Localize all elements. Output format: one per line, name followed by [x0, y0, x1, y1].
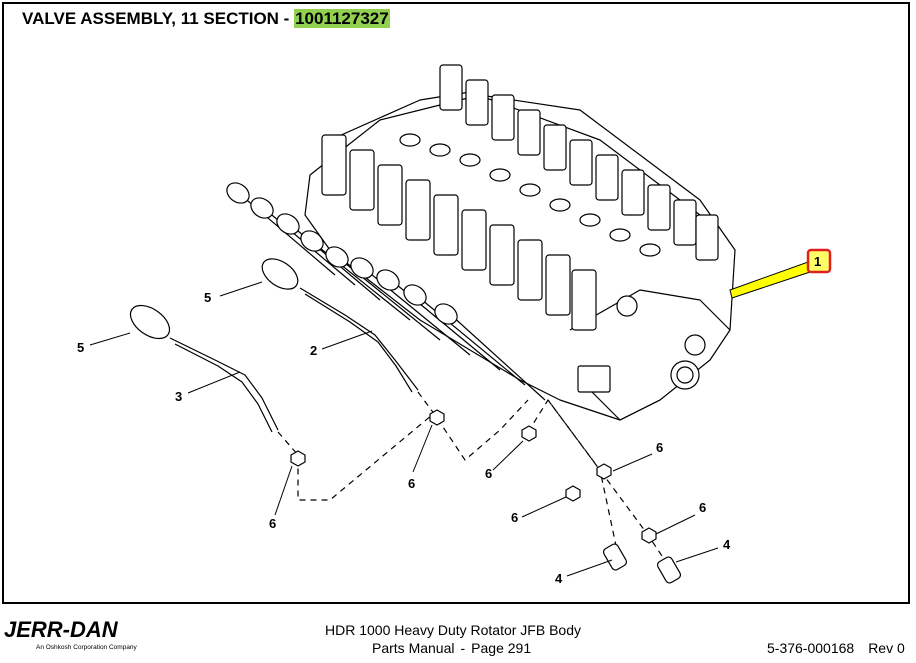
leader-lines [89, 281, 719, 577]
port [684, 334, 706, 356]
manual-name: Parts Manual [372, 640, 455, 656]
callout-1-box [806, 248, 832, 274]
fitting [577, 365, 611, 393]
cap-rings [399, 133, 661, 257]
solenoid-cartridges [321, 64, 719, 331]
callout-6f: 6 [699, 500, 706, 515]
nuts [290, 409, 657, 544]
clevis-pins [602, 543, 682, 584]
logo-tagline: An Oshkosh Corporation Company [36, 644, 137, 651]
callout-5a: 5 [204, 290, 211, 305]
callout-6e: 6 [656, 440, 663, 455]
lever-handle-3 [129, 304, 279, 433]
document-number: 5-376-000168 Rev 0 [767, 640, 905, 656]
revision: Rev 0 [868, 640, 905, 656]
callout-3: 3 [175, 389, 182, 404]
callout-6a: 6 [269, 516, 276, 531]
assembly-lines [277, 391, 669, 566]
title-text: VALVE ASSEMBLY, 11 SECTION - [22, 9, 295, 28]
callout-2: 2 [310, 343, 317, 358]
callout-1-leader [729, 261, 811, 299]
doc-number-text: 5-376-000168 [767, 640, 855, 656]
callout-4b: 4 [723, 537, 731, 552]
separator: - [460, 640, 466, 656]
callout-6c: 6 [485, 466, 492, 481]
jerr-dan-logo: JERR-DAN [4, 617, 118, 642]
part-number-highlight: 1001127327 [294, 9, 390, 28]
page-number: Page 291 [471, 640, 532, 656]
callout-4a: 4 [555, 571, 563, 586]
callout-5b: 5 [77, 340, 84, 355]
port [670, 360, 700, 390]
lever-handle-2 [261, 258, 419, 393]
page-title: VALVE ASSEMBLY, 11 SECTION - 1001127327 [22, 9, 390, 29]
manual-page: Parts Manual-Page 291 [372, 640, 531, 656]
callout-6b: 6 [408, 476, 415, 491]
callout-1: 1 [814, 254, 821, 269]
manual-title: HDR 1000 Heavy Duty Rotator JFB Body [325, 622, 581, 638]
callout-6d: 6 [511, 510, 518, 525]
drawing-frame [2, 2, 910, 604]
lever-knobs [226, 182, 458, 325]
port [616, 295, 638, 317]
